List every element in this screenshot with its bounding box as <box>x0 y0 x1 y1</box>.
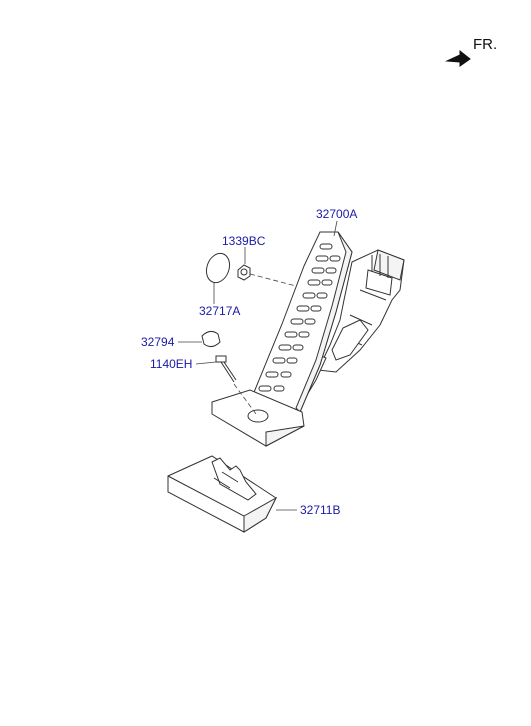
part-number-1339bc[interactable]: 1339BC <box>222 234 266 248</box>
bracket-drawing <box>167 455 278 533</box>
pedal-assembly-drawing <box>211 231 405 447</box>
front-direction-label: FR. <box>473 36 498 53</box>
front-direction-arrow-icon <box>445 49 471 67</box>
bolt-drawing <box>215 355 237 383</box>
part-number-32711b[interactable]: 32711B <box>300 503 341 517</box>
stopper-drawing <box>201 330 221 348</box>
part-number-32717a[interactable]: 32717A <box>199 304 241 318</box>
nut-drawing <box>237 264 251 281</box>
leader-lines <box>178 220 338 511</box>
cover-drawing <box>205 252 231 284</box>
part-number-32700a[interactable]: 32700A <box>316 207 358 221</box>
part-number-1140eh[interactable]: 1140EH <box>150 357 193 371</box>
part-number-32794[interactable]: 32794 <box>141 335 175 349</box>
